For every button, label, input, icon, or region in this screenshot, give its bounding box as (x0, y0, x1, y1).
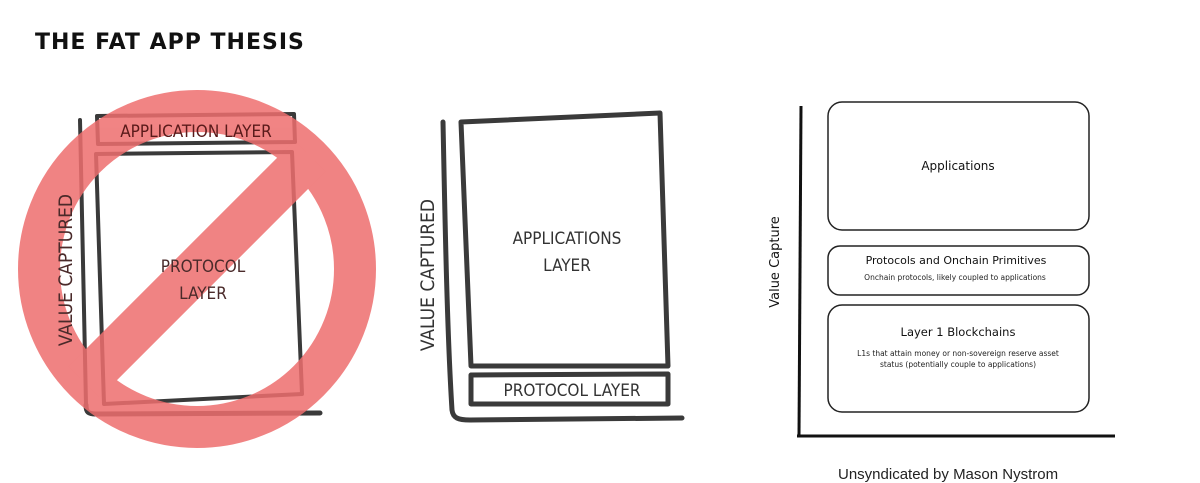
middle-protocol-box (468, 371, 671, 407)
attribution-caption: Unsyndicated by Mason Nystrom (838, 466, 1059, 483)
left-protocol-label-1: PROTOCOL (161, 257, 246, 277)
right-applications-box (827, 101, 1090, 231)
right-l1-subtitle-1: L1s that attain money or non-sovereign r… (857, 349, 1059, 358)
left-application-label: APPLICATION LAYER (120, 122, 272, 142)
middle-applications-box (458, 110, 671, 369)
left-protocol-label-2: LAYER (179, 284, 227, 304)
right-applications-title: Applications (921, 159, 994, 173)
right-protocols-box (827, 245, 1090, 296)
right-y-axis (797, 105, 803, 437)
right-l1-box (827, 304, 1090, 413)
middle-applications-label-2: LAYER (543, 256, 591, 276)
middle-y-axis (440, 119, 685, 423)
middle-applications-label-1: APPLICATIONS (513, 229, 622, 249)
right-protocols-subtitle: Onchain protocols, likely coupled to app… (864, 273, 1046, 282)
diagram-middle: APPLICATIONS LAYER PROTOCOL LAYER VALUE … (417, 110, 685, 423)
diagram-left: APPLICATION LAYER PROTOCOL LAYER VALUE C… (18, 90, 376, 448)
middle-protocol-label: PROTOCOL LAYER (503, 381, 640, 401)
right-protocols-title: Protocols and Onchain Primitives (866, 254, 1047, 267)
page-title: THE FAT APP THESIS (35, 30, 305, 55)
diagram-right: Applications Protocols and Onchain Primi… (768, 101, 1115, 438)
right-l1-title: Layer 1 Blockchains (901, 325, 1016, 339)
right-axis-label: Value Capture (768, 216, 783, 308)
right-l1-subtitle-2: status (potentially couple to applicatio… (880, 360, 1036, 369)
left-axis-label: VALUE CAPTURED (55, 194, 77, 346)
middle-axis-label: VALUE CAPTURED (417, 199, 439, 351)
prohibition-sign-icon (18, 90, 376, 448)
